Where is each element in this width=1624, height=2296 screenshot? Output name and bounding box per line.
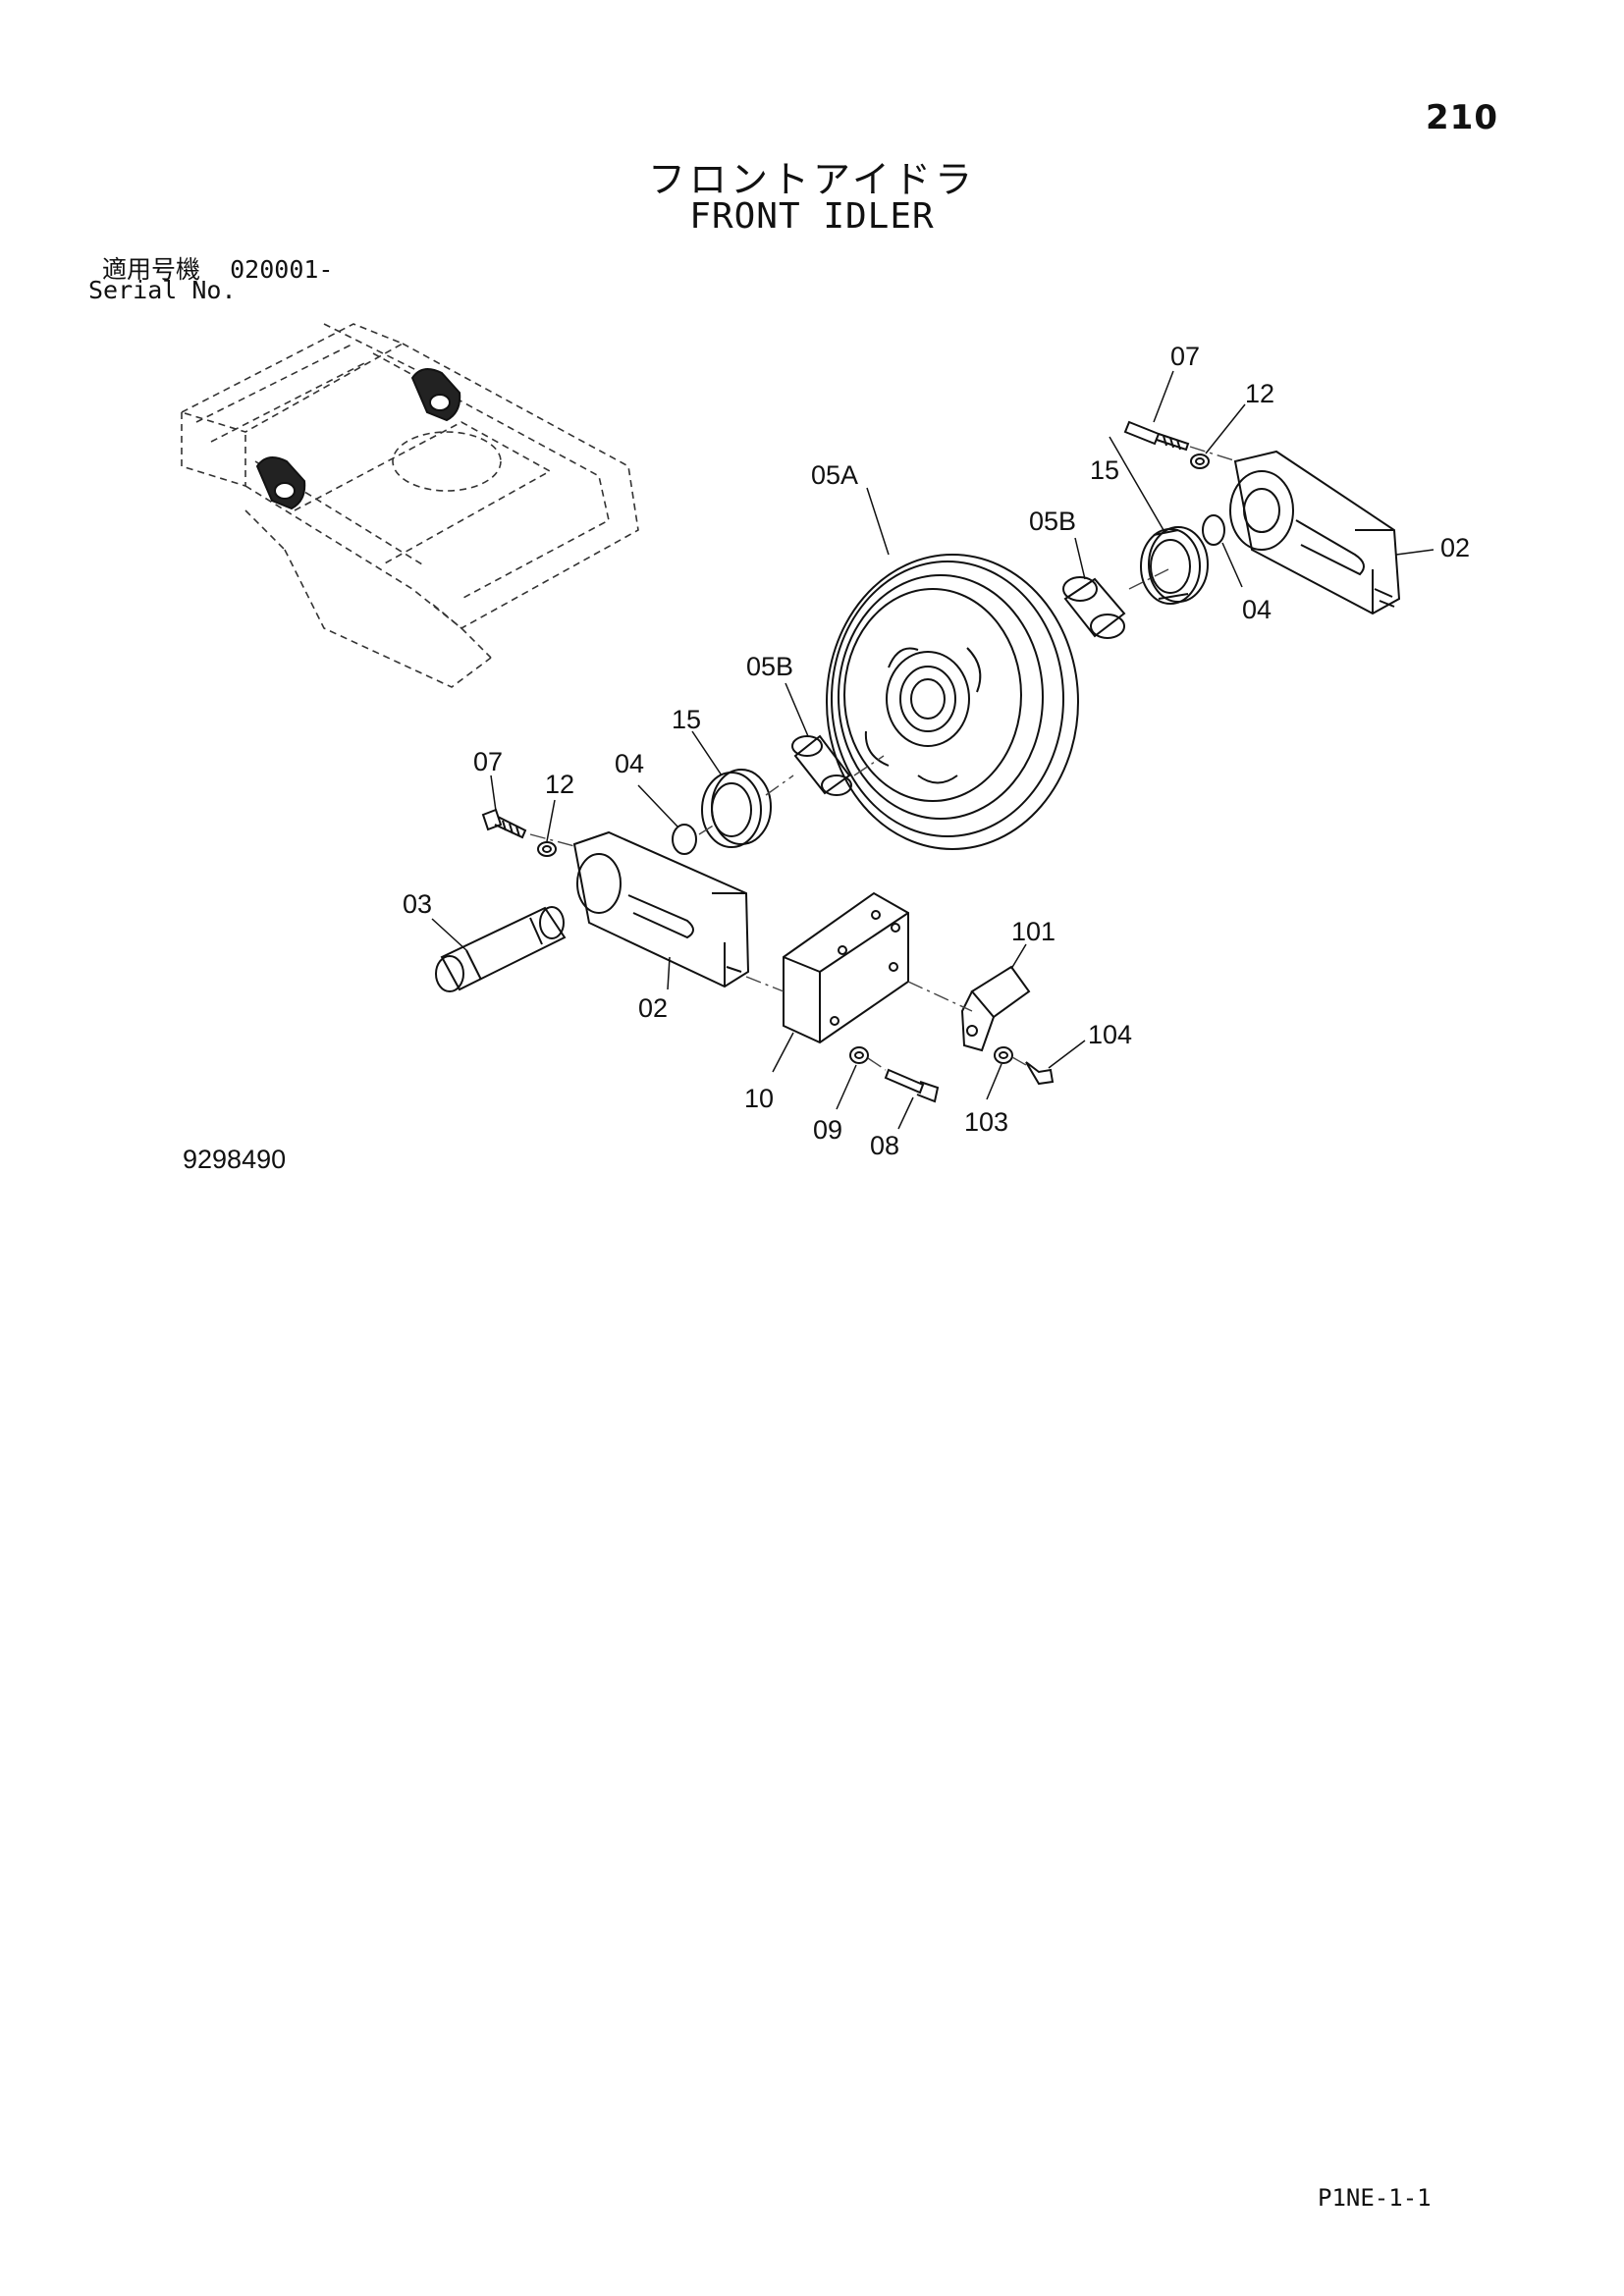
washer-103 <box>994 1046 1013 1064</box>
undercarriage-sketch <box>179 323 639 688</box>
callout-12-left: 12 <box>545 770 574 799</box>
callout-15-left: 15 <box>672 705 701 734</box>
callout-101: 101 <box>1011 917 1056 946</box>
callout-05a: 05A <box>811 460 858 490</box>
callout-labels: 07 12 05A 15 05B 02 04 05B 15 07 04 12 0… <box>403 342 1470 1160</box>
seal-15-right <box>1140 526 1209 605</box>
callout-07-left: 07 <box>473 747 503 776</box>
o-ring-04-left <box>672 824 697 855</box>
callout-05b-left: 05B <box>746 652 793 681</box>
callout-15-right: 15 <box>1090 455 1119 485</box>
serial-label-english: Serial No. <box>88 276 237 304</box>
bearing-housing-02-right <box>1229 450 1401 615</box>
bushing-05b-left <box>791 734 852 796</box>
callout-12-right: 12 <box>1245 379 1274 408</box>
title-english: FRONT IDLER <box>689 196 935 237</box>
shaft-03 <box>435 906 567 992</box>
bushing-05b-right <box>1062 576 1126 639</box>
bolt-07-left <box>481 808 527 839</box>
bolt-104 <box>1025 1061 1055 1086</box>
callout-05b-right: 05B <box>1029 507 1076 536</box>
bearing-housing-02-left <box>572 830 750 988</box>
page-number: 210 <box>1426 98 1498 137</box>
assembly-centerlines <box>529 446 1238 1071</box>
bracket-101 <box>960 965 1031 1052</box>
washer-12-left <box>537 841 557 857</box>
callout-04-right: 04 <box>1242 595 1272 624</box>
idler-wheel-05a <box>826 554 1079 850</box>
idler-location-mark-upper <box>410 368 461 422</box>
washer-12-right <box>1190 454 1210 469</box>
callout-02-right: 02 <box>1440 533 1470 562</box>
callout-104: 104 <box>1088 1020 1132 1049</box>
callout-07-right: 07 <box>1170 342 1200 371</box>
callout-10: 10 <box>744 1084 774 1113</box>
callout-103: 103 <box>964 1107 1008 1137</box>
leader-lines <box>431 370 1435 1130</box>
callout-04-left: 04 <box>615 749 644 778</box>
serial-row: 適用号機 020001- <box>102 250 333 286</box>
bolt-08 <box>884 1068 940 1103</box>
callout-03: 03 <box>403 889 432 919</box>
o-ring-04-right <box>1202 514 1225 546</box>
serial-value: 020001- <box>230 255 334 284</box>
callout-02-left: 02 <box>638 993 668 1023</box>
washer-09 <box>849 1046 869 1064</box>
drawing-number: 9298490 <box>183 1145 287 1174</box>
callout-09: 09 <box>813 1115 842 1145</box>
callout-08: 08 <box>870 1131 899 1160</box>
title-japanese: フロントアイドラ <box>647 158 977 201</box>
seal-15-left <box>701 769 772 848</box>
page-code: P1NE-1-1 <box>1318 2184 1432 2212</box>
plate-10 <box>783 891 909 1044</box>
idler-location-mark-lower <box>255 456 306 510</box>
bolt-07-right <box>1123 420 1190 452</box>
serial-label-japanese: 適用号機 <box>102 255 201 284</box>
